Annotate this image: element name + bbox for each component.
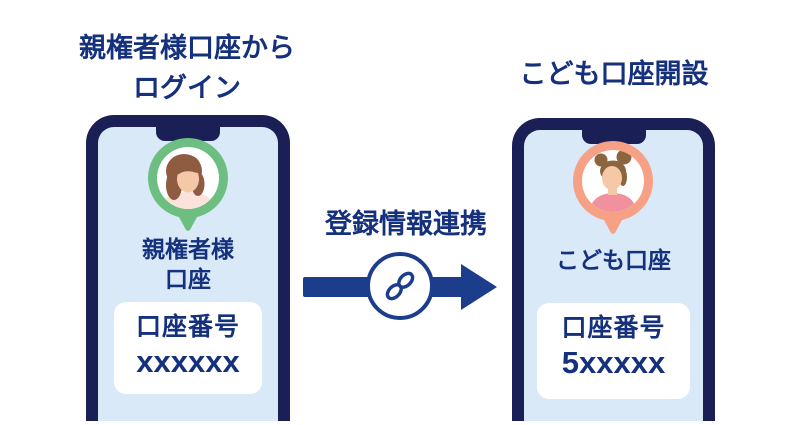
child-phone-notch bbox=[581, 130, 646, 144]
parent-section-title: 親権者様口座から ログイン bbox=[37, 28, 337, 108]
parent-account-number-label: 口座番号 bbox=[135, 313, 240, 341]
child-account-number-value: 5xxxxx bbox=[561, 345, 666, 380]
parent-title-line2: ログイン bbox=[133, 73, 241, 103]
child-girl-avatar-icon bbox=[591, 150, 635, 212]
child-account-card: 口座番号 5xxxxx bbox=[537, 303, 690, 399]
child-phone: こども口座 口座番号 5xxxxx bbox=[512, 118, 715, 421]
parent-title-line1: 親権者様口座から bbox=[79, 33, 295, 63]
child-section-title: こども口座開設 bbox=[464, 54, 764, 94]
parent-phone-notch bbox=[156, 127, 220, 141]
linkage-arrow-head bbox=[461, 264, 497, 310]
linkage-label: 登録情報連携 bbox=[325, 209, 487, 239]
parent-account-label-line2: 口座 bbox=[165, 266, 211, 292]
child-account-label: こども口座 bbox=[512, 245, 715, 275]
map-pin-pointer bbox=[173, 206, 203, 231]
map-pin-pointer bbox=[598, 209, 628, 234]
parent-account-label-line1: 親権者様 bbox=[142, 236, 234, 262]
parent-avatar-pin bbox=[148, 138, 228, 231]
parent-account-label: 親権者様 口座 bbox=[86, 234, 290, 294]
child-title-line1: こども口座開設 bbox=[519, 59, 709, 89]
parent-phone: 親権者様 口座 口座番号 xxxxxx bbox=[86, 115, 290, 421]
parent-account-number-value: xxxxxx bbox=[136, 344, 240, 379]
chain-link-icon bbox=[385, 271, 415, 301]
parent-woman-avatar-icon bbox=[161, 154, 215, 209]
parent-account-card: 口座番号 xxxxxx bbox=[114, 302, 262, 394]
linkage-circle bbox=[366, 252, 434, 320]
child-account-label-line1: こども口座 bbox=[556, 247, 671, 273]
child-account-number-label: 口座番号 bbox=[561, 314, 666, 342]
child-avatar-pin bbox=[573, 141, 653, 234]
